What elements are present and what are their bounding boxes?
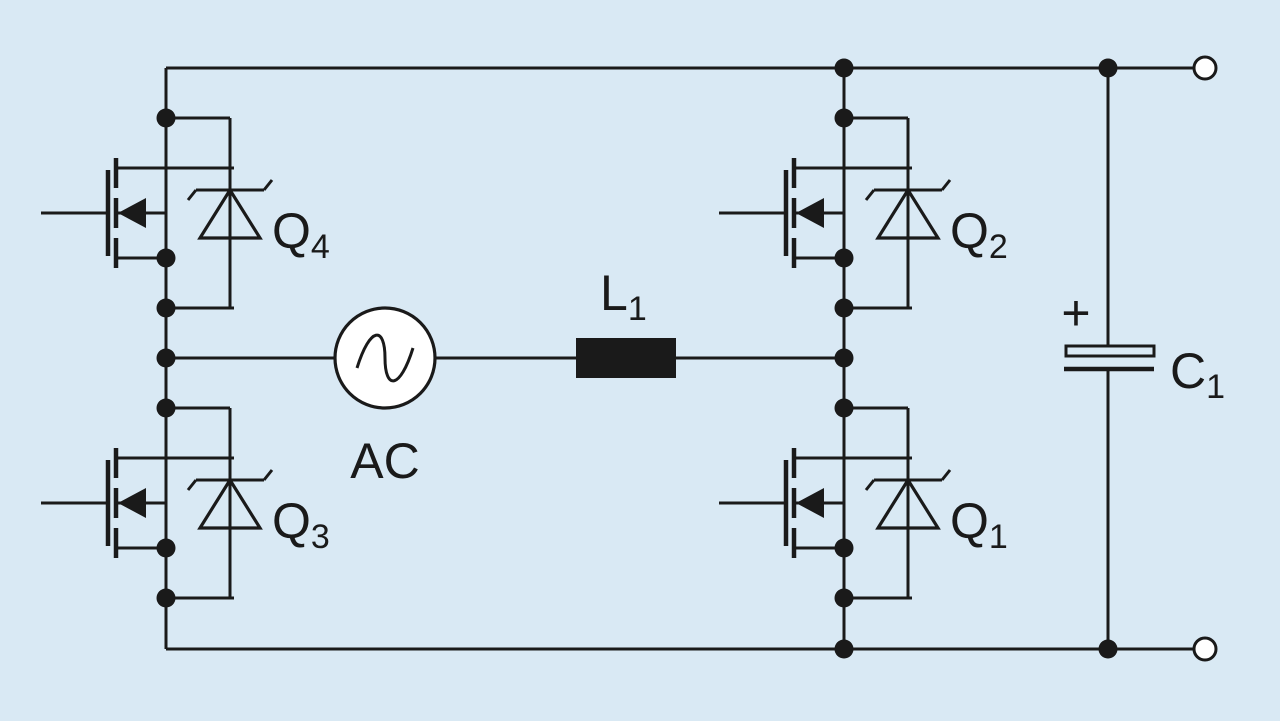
mosfet-Q4: [41, 118, 272, 308]
sine-wave-icon: [355, 333, 415, 383]
output-terminal-top: [1192, 55, 1218, 81]
label-Q1: Q1: [950, 493, 1008, 556]
inductor-L1: [576, 338, 676, 378]
label-L1: L1: [600, 265, 647, 328]
mosfet-Q2: [719, 118, 950, 308]
mosfet-Q1: [719, 408, 950, 598]
label-C1: C1: [1170, 343, 1225, 406]
output-terminal-bottom: [1192, 636, 1218, 662]
label-Q3: Q3: [272, 493, 330, 556]
capacitor-plate-plus: [1064, 344, 1156, 358]
junction-dots: [156, 58, 1118, 659]
mosfet-Q3: [41, 408, 272, 598]
label-Q2: Q2: [950, 203, 1008, 266]
label-Q4: Q4: [272, 203, 330, 266]
capacitor-plus-sign: +: [1061, 285, 1090, 341]
label-AC: AC: [350, 433, 419, 489]
